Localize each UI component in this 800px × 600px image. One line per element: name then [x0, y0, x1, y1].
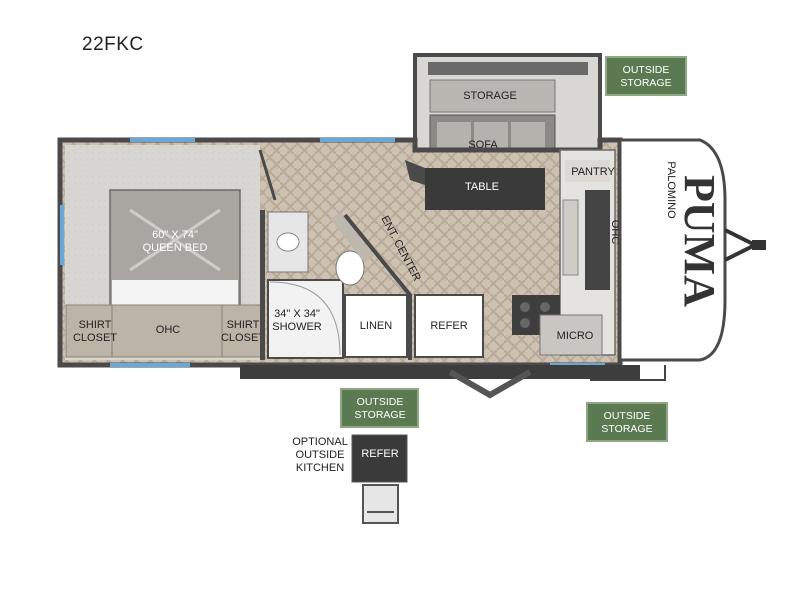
- kitchen-sink-area: [585, 190, 610, 290]
- bedroom-ohc-label: OHC: [156, 324, 181, 336]
- outside-refer: [351, 434, 408, 483]
- svg-text:STORAGE: STORAGE: [601, 423, 652, 435]
- hitch: [724, 228, 760, 262]
- brand-sub-logo: PALOMINO: [665, 161, 677, 219]
- microwave: [539, 314, 603, 356]
- svg-text:OUTSIDE: OUTSIDE: [296, 449, 345, 461]
- svg-text:STORAGE: STORAGE: [620, 77, 671, 89]
- window: [60, 205, 64, 265]
- table-label: TABLE: [465, 181, 499, 193]
- refer-label: REFER: [430, 320, 467, 332]
- svg-text:OPTIONAL: OPTIONAL: [292, 436, 348, 448]
- pantry-label: PANTRY: [571, 166, 615, 178]
- refrigerator: [414, 294, 484, 358]
- svg-text:OUTSIDE: OUTSIDE: [623, 64, 670, 76]
- shower-size-label: 34" X 34": [274, 308, 320, 320]
- bed-pillows: [112, 280, 238, 308]
- svg-text:KITCHEN: KITCHEN: [296, 462, 344, 474]
- entry-step: [448, 369, 532, 399]
- kitchen-ohc-label: OHC: [609, 220, 621, 245]
- svg-text:OUTSIDE: OUTSIDE: [357, 396, 404, 408]
- svg-text:STORAGE: STORAGE: [354, 409, 405, 421]
- shirt-closet-right-label: SHIRT: [227, 319, 260, 331]
- main-body: 60" X 74" QUEEN BED SHIRT CLOSET OHC SHI…: [57, 137, 666, 399]
- window: [320, 138, 395, 142]
- rear-cabinets: [65, 304, 262, 358]
- storage-label: STORAGE: [463, 90, 517, 102]
- outside-grill: [362, 484, 399, 524]
- linen-closet: [344, 294, 408, 358]
- front-cap: PUMA PALOMINO: [618, 138, 766, 362]
- brand-logo: PUMA: [675, 175, 724, 307]
- window: [130, 138, 195, 142]
- dinette-table: [425, 168, 545, 210]
- micro-label: MICRO: [557, 330, 594, 342]
- shirt-closet-right-label: CLOSET: [221, 332, 265, 344]
- storage-bench: [429, 79, 556, 113]
- bath-sink: [267, 211, 309, 273]
- bed-type-label: QUEEN BED: [143, 242, 208, 254]
- window: [110, 363, 190, 367]
- svg-text:REFER: REFER: [361, 448, 398, 460]
- shirt-closet-left-label: CLOSET: [73, 332, 117, 344]
- outside-storage-badge-front: OUTSIDE STORAGE: [605, 56, 687, 96]
- bed-size-label: 60" X 74": [152, 229, 198, 241]
- model-title: 22FKC: [82, 34, 144, 55]
- awning: [240, 365, 640, 379]
- shower-label: SHOWER: [272, 321, 322, 333]
- outside-storage-badge-rear: OUTSIDE STORAGE: [586, 402, 668, 442]
- shower: [267, 279, 344, 359]
- toilet: [335, 250, 365, 286]
- optional-outside-kitchen: OPTIONAL OUTSIDE KITCHEN REFER: [292, 434, 408, 524]
- outside-storage-badge-door: OUTSIDE STORAGE: [340, 388, 419, 428]
- linen-label: LINEN: [360, 320, 392, 332]
- shirt-closet-left-label: SHIRT: [79, 319, 112, 331]
- svg-text:OUTSIDE: OUTSIDE: [604, 410, 651, 422]
